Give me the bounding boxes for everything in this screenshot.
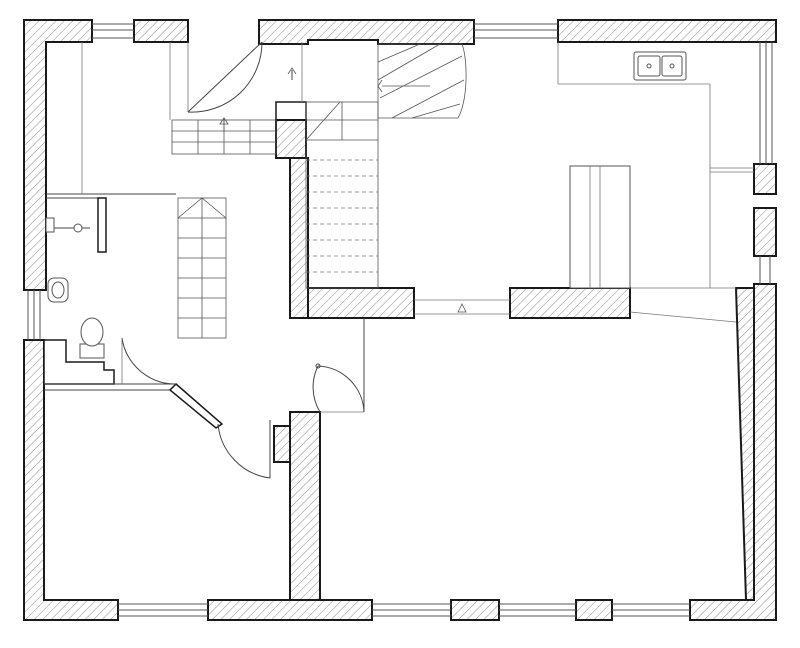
toilet-icon [79,317,105,359]
wall-living-top [509,287,631,319]
windows [27,23,773,617]
doors [121,41,365,479]
entry-steps [171,117,277,155]
wall-bottom-pier-1 [207,599,373,621]
washbasin-icon [47,277,69,303]
window-right-mid [759,256,771,284]
winding-stair [377,43,467,119]
window-top-1 [92,23,134,39]
wall-stair-bottom [307,287,415,319]
window-right-top [759,42,773,164]
interior-walls [43,101,631,601]
wall-bottom-pier-3 [575,599,613,621]
window-left [27,290,41,340]
entry-arrow [287,67,297,75]
threshold-arrow [457,303,467,313]
wall-right-pier-2 [753,207,777,257]
window-bottom-2 [372,603,451,617]
wall-bottom-pier-2 [450,599,500,621]
wall-right-lower [689,283,777,621]
bedroom-door [217,420,271,479]
wall-door-jamb [273,425,291,463]
stair-core-block [275,119,307,159]
exterior-walls [23,19,777,621]
wall-stair-left [289,157,309,319]
window-bottom-4 [612,603,690,617]
window-top-2 [474,23,558,39]
bathroom-walls [43,193,176,391]
window-bottom-3 [499,603,576,617]
bathroom-door [121,337,177,385]
floor-edges [81,42,754,413]
wall-top-left-corner [23,19,93,291]
center-stair [177,197,227,339]
main-stair [305,101,379,289]
stair-core-cap [275,101,307,121]
living-double-door [312,318,365,413]
shower-icon [45,217,90,233]
wall-diagonal [168,382,224,429]
wall-right-pier-1 [753,163,777,195]
fixtures [45,51,687,359]
wall-top-pier-1 [133,19,189,43]
window-bottom-1 [118,603,208,617]
wall-right-inner-strip [734,287,755,601]
kitchen-island-icon [569,165,631,289]
front-door [187,41,297,113]
wall-central-vertical [289,411,321,601]
wall-top-middle [258,19,475,45]
wall-top-right-corner [557,19,777,43]
stairs [171,43,467,339]
sink-icon [633,51,687,81]
